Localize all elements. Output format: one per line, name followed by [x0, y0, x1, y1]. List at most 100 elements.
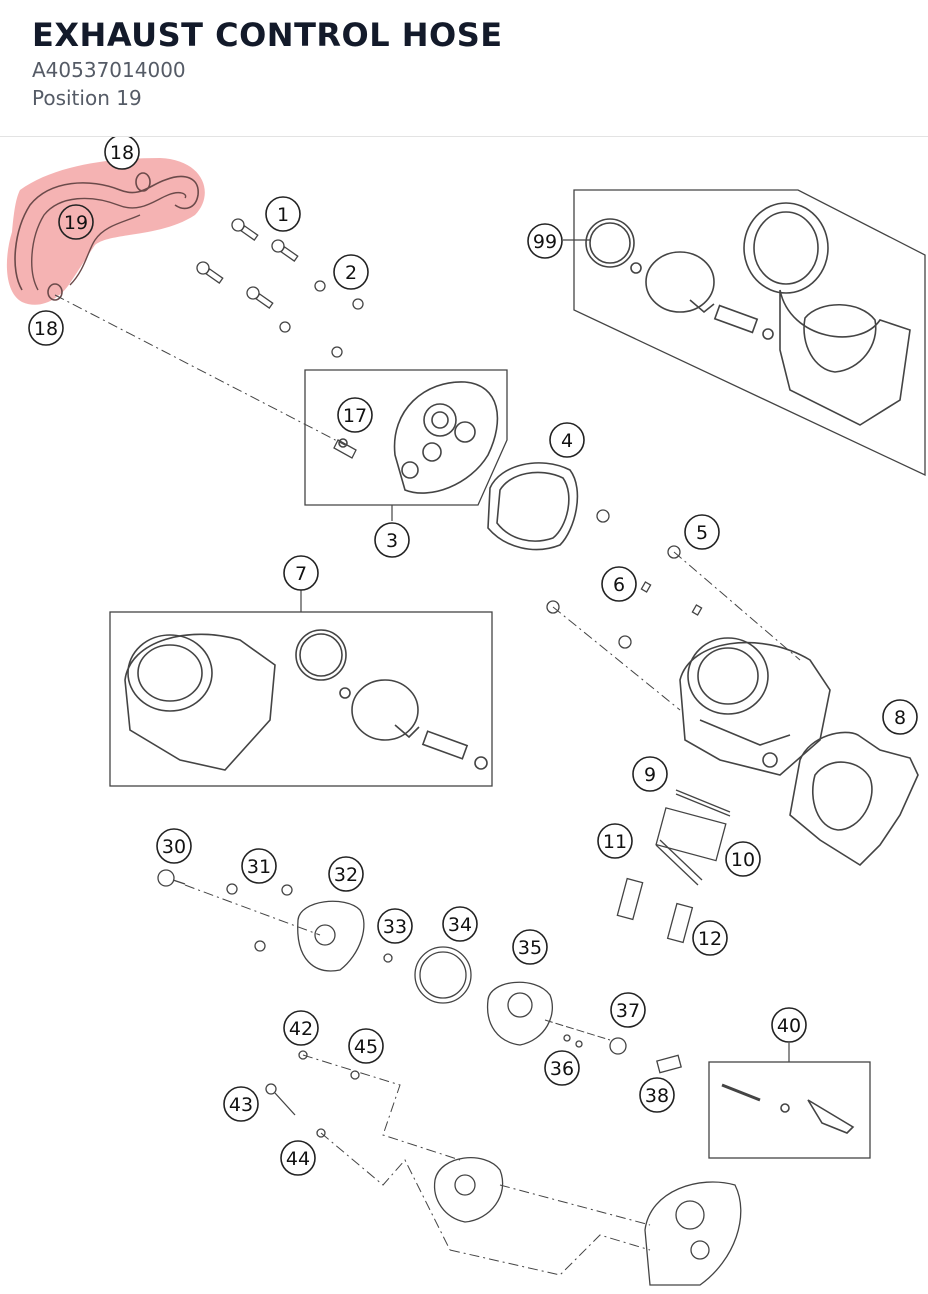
lower-assembly-parts — [157, 869, 742, 1286]
callout-99[interactable]: 99 — [527, 223, 563, 259]
position-label: Position 19 — [32, 86, 142, 110]
callout-label: 38 — [645, 1085, 669, 1107]
parts-9-to-12 — [616, 789, 731, 944]
callout-19[interactable]: 19 — [58, 204, 94, 240]
callout-6[interactable]: 6 — [601, 566, 637, 602]
callout-label: 3 — [386, 530, 398, 552]
kit-99-box — [573, 189, 926, 477]
callout-label: 30 — [162, 836, 186, 858]
callout-30[interactable]: 30 — [156, 828, 192, 864]
hose-clamp-bottom — [47, 283, 63, 301]
callout-18[interactable]: 18 — [28, 310, 64, 346]
callout-10[interactable]: 10 — [725, 841, 761, 877]
callout-leader-ticks — [300, 239, 790, 1062]
callout-label: 36 — [550, 1058, 574, 1080]
leader-line — [54, 294, 346, 446]
callout-17[interactable]: 17 — [337, 397, 373, 433]
callout-label: 34 — [448, 914, 472, 936]
callout-label: 33 — [383, 916, 407, 938]
callout-label: 31 — [247, 856, 271, 878]
callout-circle — [549, 422, 585, 458]
head-gasket-4 — [487, 462, 579, 551]
callout-label: 11 — [603, 831, 627, 853]
callout-44[interactable]: 44 — [280, 1140, 316, 1176]
callout-8[interactable]: 8 — [882, 699, 918, 735]
callout-circle — [265, 196, 301, 232]
callout-33[interactable]: 33 — [377, 908, 413, 944]
callout-circle — [610, 992, 646, 1028]
callout-label: 1 — [277, 204, 289, 226]
callout-circle — [280, 1140, 316, 1176]
callout-37[interactable]: 37 — [610, 992, 646, 1028]
callout-11[interactable]: 11 — [597, 823, 633, 859]
box-3-cylinder-head — [304, 369, 508, 506]
hose-highlight-area — [6, 158, 205, 305]
leader-line-5 — [673, 551, 801, 661]
callout-36[interactable]: 36 — [544, 1050, 580, 1086]
callout-circle — [725, 841, 761, 877]
callout-35[interactable]: 35 — [512, 929, 548, 965]
callout-circle — [28, 310, 64, 346]
callout-label: 32 — [334, 864, 358, 886]
callout-5[interactable]: 5 — [684, 514, 720, 550]
callout-label: 42 — [289, 1018, 313, 1040]
callout-9[interactable]: 9 — [632, 756, 668, 792]
callout-2[interactable]: 2 — [333, 254, 369, 290]
callout-1[interactable]: 1 — [265, 196, 301, 232]
callout-label: 18 — [34, 318, 58, 340]
callout-31[interactable]: 31 — [241, 848, 277, 884]
callout-circle — [283, 1010, 319, 1046]
callout-label: 10 — [731, 849, 755, 871]
callout-12[interactable]: 12 — [692, 920, 728, 956]
callout-circle — [377, 908, 413, 944]
callout-label: 4 — [561, 430, 573, 452]
callout-label: 44 — [286, 1148, 310, 1170]
callout-32[interactable]: 32 — [328, 856, 364, 892]
callout-label: 99 — [533, 231, 557, 253]
callout-circle — [337, 397, 373, 433]
callout-circle — [241, 848, 277, 884]
bolts-group-5-6 — [546, 509, 703, 649]
callout-4[interactable]: 4 — [549, 422, 585, 458]
callout-circle — [882, 699, 918, 735]
callout-circle — [597, 823, 633, 859]
callout-43[interactable]: 43 — [223, 1086, 259, 1122]
callout-3[interactable]: 3 — [374, 522, 410, 558]
callout-circle — [684, 514, 720, 550]
callout-label: 8 — [894, 707, 906, 729]
callout-18[interactable]: 18 — [104, 134, 140, 170]
callout-7[interactable]: 7 — [283, 555, 319, 591]
hose-outline-inner — [31, 191, 187, 291]
hose-outline — [14, 175, 199, 291]
box-40 — [708, 1061, 871, 1159]
callout-circle — [601, 566, 637, 602]
callout-40[interactable]: 40 — [771, 1007, 807, 1043]
callout-circle — [333, 254, 369, 290]
callout-label: 12 — [698, 928, 722, 950]
callout-circle — [527, 223, 563, 259]
bolts-group-1 — [196, 218, 299, 309]
callout-label: 6 — [613, 574, 625, 596]
callout-circle — [771, 1007, 807, 1043]
callout-label: 2 — [345, 262, 357, 284]
callout-circle — [374, 522, 410, 558]
callout-42[interactable]: 42 — [283, 1010, 319, 1046]
callout-circle — [58, 204, 94, 240]
base-gasket-8 — [789, 731, 919, 867]
callout-45[interactable]: 45 — [348, 1028, 384, 1064]
callout-circle — [692, 920, 728, 956]
callout-label: 45 — [354, 1036, 378, 1058]
callout-circle — [328, 856, 364, 892]
callout-circle — [544, 1050, 580, 1086]
callout-34[interactable]: 34 — [442, 906, 478, 942]
callout-label: 35 — [518, 937, 542, 959]
hose-clamp-top — [135, 172, 151, 192]
highlighted-exhaust-control-hose[interactable] — [6, 158, 205, 305]
callout-circle — [639, 1077, 675, 1113]
callout-label: 43 — [229, 1094, 253, 1116]
callout-circle — [512, 929, 548, 965]
callout-38[interactable]: 38 — [639, 1077, 675, 1113]
part-number: A40537014000 — [32, 58, 186, 82]
